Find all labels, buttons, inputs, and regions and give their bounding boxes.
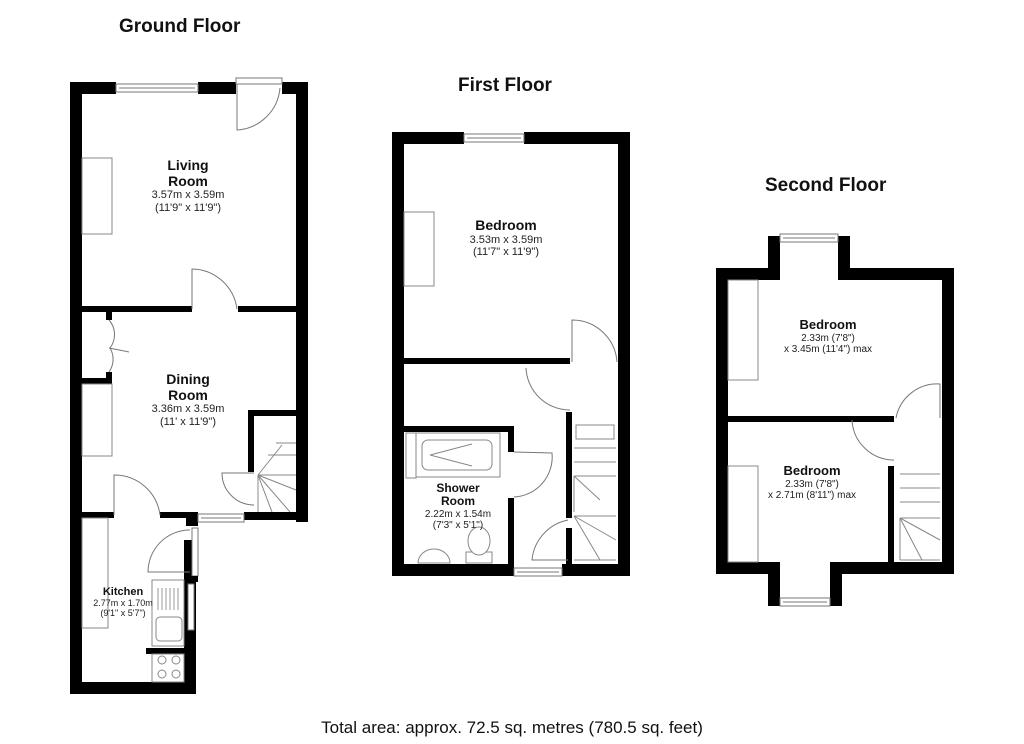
room-label-kitchen: Kitchen 2.77m x 1.70m (9'1" x 5'7") [93, 586, 153, 619]
ground-floor-title: Ground Floor [119, 16, 241, 37]
room-label-shower-room: Shower Room 2.22m x 1.54m (7'3" x 5'1") [424, 481, 492, 532]
second-floor-plan [716, 233, 954, 607]
toilet-icon [467, 526, 491, 556]
total-area-caption: Total area: approx. 72.5 sq. metres (780… [321, 718, 703, 737]
ground-right-wall [296, 82, 308, 522]
ground-left-wall [70, 82, 82, 694]
door-icon [235, 77, 283, 85]
ground-floor-plan [70, 77, 308, 694]
room-label-living-room: Living Room 3.57m x 3.59m (11'9" x 11'9"… [151, 157, 225, 214]
first-floor-title: First Floor [458, 75, 552, 96]
room-label-dining-room: Dining Room 3.36m x 3.59m (11' x 11'9") [151, 371, 225, 428]
second-floor-title: Second Floor [765, 175, 887, 196]
sink-icon [155, 616, 183, 642]
room-label-first-bedroom: Bedroom 3.53m x 3.59m (11'7" x 11'9") [469, 217, 543, 258]
room-label-second-bedroom-front: Bedroom 2.33m (7'8") x 3.45m (11'4") max [783, 317, 873, 355]
basin-icon [417, 548, 451, 564]
room-label-second-bedroom-rear: Bedroom 2.33m (7'8") x 2.71m (8'11") max [767, 463, 857, 501]
first-floor-plan [392, 132, 630, 577]
